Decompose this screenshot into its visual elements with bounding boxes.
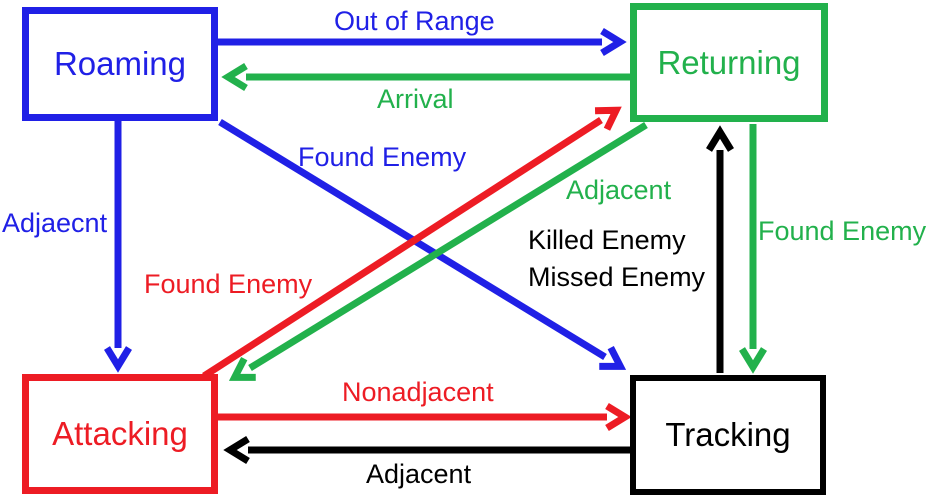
label-adjacent-returning: Adjacent [566, 175, 672, 205]
label-adjaecnt: Adjaecnt [2, 208, 108, 238]
label-killed-missed-enemy: Killed Enemy Missed Enemy [528, 222, 705, 296]
label-missed-enemy: Missed Enemy [528, 262, 706, 292]
state-returning: Returning [630, 3, 828, 122]
label-nonadjacent: Nonadjacent [342, 377, 494, 407]
label-killed-enemy: Killed Enemy [528, 225, 686, 255]
label-found-enemy-roaming: Found Enemy [298, 142, 467, 172]
label-out-of-range: Out of Range [334, 6, 495, 36]
label-arrival: Arrival [377, 84, 454, 114]
state-roaming: Roaming [22, 7, 218, 121]
state-attacking: Attacking [22, 374, 218, 494]
label-found-enemy-returning: Found Enemy [758, 216, 927, 246]
arrow-attacking-to-returning [202, 106, 622, 379]
state-tracking-label: Tracking [665, 416, 791, 453]
state-attacking-label: Attacking [52, 415, 188, 452]
state-tracking: Tracking [630, 375, 826, 495]
state-returning-label: Returning [657, 43, 801, 81]
label-adjacent-tracking: Adjacent [366, 459, 472, 489]
arrow-returning-to-attacking [228, 122, 648, 381]
label-found-enemy-attacking: Found Enemy [144, 269, 313, 299]
state-roaming-label: Roaming [53, 45, 187, 82]
